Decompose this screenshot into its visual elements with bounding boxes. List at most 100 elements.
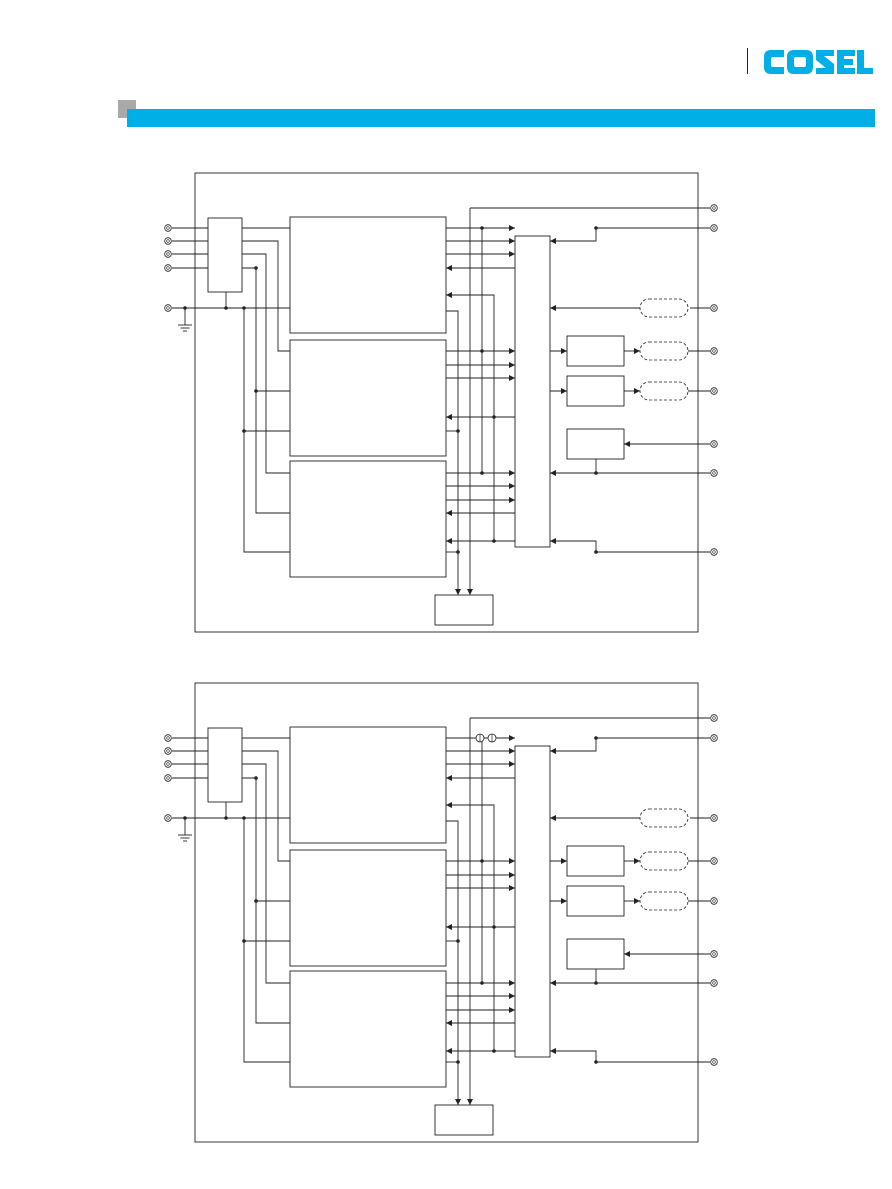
arrow-right	[509, 993, 515, 999]
terminal-inner-ring	[166, 226, 170, 230]
terminal-inner-ring	[712, 952, 716, 956]
arrow-down	[467, 589, 473, 595]
photocoupler-icon	[639, 341, 689, 361]
terminal-circle-icon	[164, 760, 172, 768]
terminal-inner-ring	[166, 239, 170, 243]
arrow-left	[550, 815, 556, 821]
terminal-inner-ring	[712, 349, 716, 353]
terminal-circle-icon	[710, 857, 718, 865]
terminal-inner-ring	[712, 442, 716, 446]
arrow-right	[509, 858, 515, 864]
arrow-left	[446, 538, 452, 544]
terminal-circle-icon	[710, 440, 718, 448]
terminal-inner-ring	[712, 736, 716, 740]
power-block-3	[289, 460, 447, 578]
terminal-inner-ring	[712, 1060, 716, 1064]
arrow-right	[561, 858, 567, 864]
arrow-right	[634, 858, 640, 864]
junction-dot	[480, 226, 484, 230]
junction-dot	[594, 736, 598, 740]
logo-divider	[747, 48, 748, 74]
arrow-left	[550, 980, 556, 986]
arrow-left	[550, 748, 556, 754]
arrow-right	[509, 761, 515, 767]
arrow-down	[467, 1099, 473, 1105]
signal-block-2	[566, 375, 625, 407]
arrow-left	[446, 924, 452, 930]
terminal-circle-icon	[710, 897, 718, 905]
junction-dot	[480, 981, 484, 985]
junction-dot	[242, 939, 246, 943]
arrow-right	[509, 1007, 515, 1013]
terminal-circle-icon	[710, 814, 718, 822]
section-header-bar	[127, 109, 875, 127]
terminal-inner-ring	[712, 550, 716, 554]
signal-block-1	[566, 845, 625, 877]
terminal-circle-icon	[164, 774, 172, 782]
junction-dot	[254, 899, 258, 903]
junction-dot	[224, 306, 228, 310]
arrow-right	[561, 388, 567, 394]
terminal-circle-icon	[164, 747, 172, 755]
terminal-inner-ring	[166, 816, 170, 820]
fg-bus	[243, 818, 290, 1063]
terminal-circle-icon	[164, 237, 172, 245]
filter-out-2	[242, 750, 290, 862]
arrow-left	[550, 1048, 556, 1054]
terminal-inner-ring	[712, 226, 716, 230]
power-block-1	[289, 726, 447, 844]
terminal-wire-2	[550, 737, 710, 752]
terminal-inner-ring	[712, 816, 716, 820]
input-filter-block	[207, 727, 243, 803]
terminal-circle-icon	[710, 224, 718, 232]
arrow-left	[624, 951, 630, 957]
block-diagram-top	[164, 172, 718, 633]
junction-dot	[254, 266, 258, 270]
junction-dot	[594, 550, 598, 554]
junction-dot	[480, 471, 484, 475]
terminal-inner-ring	[712, 306, 716, 310]
arrow-left	[446, 802, 452, 808]
junction-dot	[254, 389, 258, 393]
terminal-circle-icon	[710, 979, 718, 987]
junction-dot	[594, 226, 598, 230]
terminal-circle-icon	[710, 950, 718, 958]
arrow-left	[550, 238, 556, 244]
junction-dot	[594, 1060, 598, 1064]
junction-dot	[492, 925, 496, 929]
terminal-circle-icon	[710, 469, 718, 477]
photocoupler-icon	[639, 298, 689, 318]
terminal-wire-387	[550, 540, 710, 553]
terminal-inner-ring	[166, 762, 170, 766]
terminal-inner-ring	[166, 776, 170, 780]
junction-dot	[242, 306, 246, 310]
terminal-inner-ring	[712, 981, 716, 985]
terminal-wire-387	[550, 1050, 710, 1063]
block-diagram-bottom	[164, 682, 718, 1143]
terminal-circle-icon	[164, 250, 172, 258]
arrow-left	[446, 1020, 452, 1026]
junction-dot	[242, 816, 246, 820]
arrow-right	[561, 348, 567, 354]
photocoupler-icon	[639, 808, 689, 828]
arrow-right	[509, 885, 515, 891]
terminal-inner-ring	[166, 736, 170, 740]
arrow-down	[455, 1099, 461, 1105]
arrow-right	[509, 483, 515, 489]
terminal-inner-ring	[712, 899, 716, 903]
arrow-down	[455, 589, 461, 595]
arrow-right	[509, 375, 515, 381]
terminal-inner-ring	[166, 749, 170, 753]
arrow-left	[550, 470, 556, 476]
arrow-left	[446, 414, 452, 420]
terminal-circle-icon	[164, 224, 172, 232]
terminal-inner-ring	[166, 266, 170, 270]
photocoupler-icon	[639, 851, 689, 871]
terminal-inner-ring	[712, 206, 716, 210]
arrow-left	[446, 510, 452, 516]
arrow-left	[446, 265, 452, 271]
signal-block-1	[566, 335, 625, 367]
arrow-right	[561, 898, 567, 904]
terminal-circle-icon	[164, 304, 172, 312]
arrow-left	[446, 775, 452, 781]
